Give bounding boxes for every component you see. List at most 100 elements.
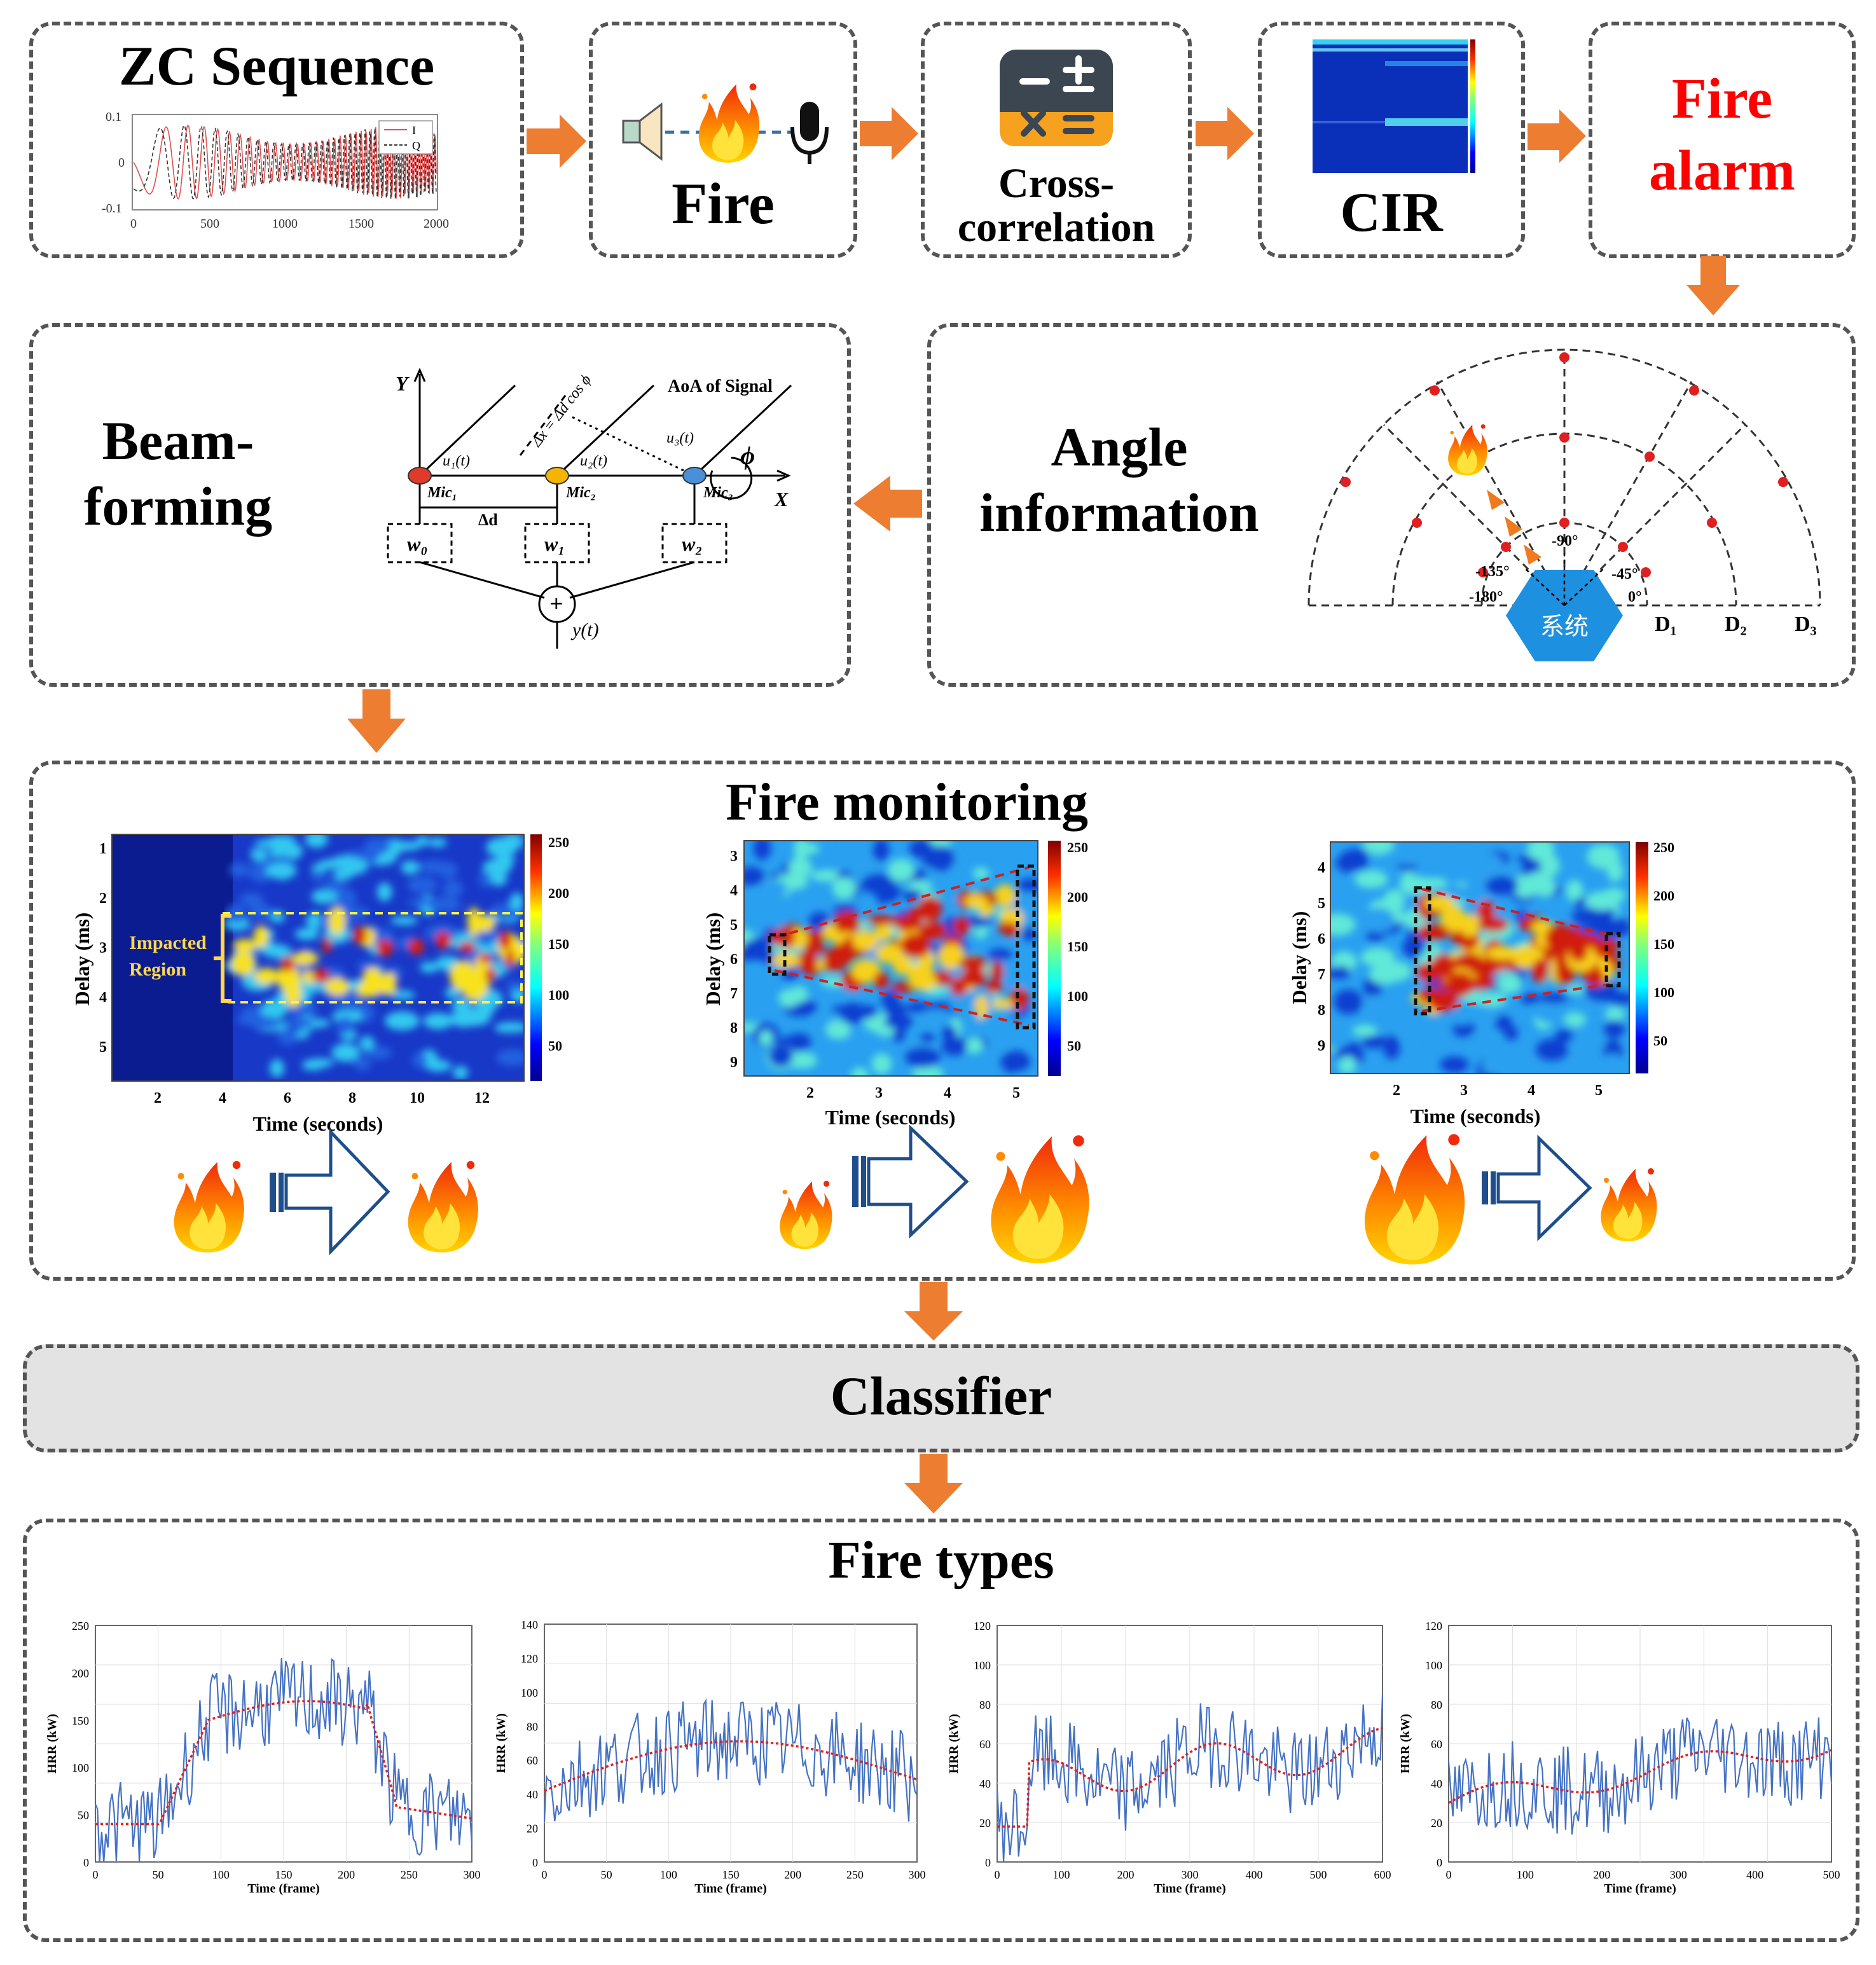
heat-blob (505, 949, 515, 967)
zc-plot: 0.1 0 -0.1 0 500 1000 1500 2000 I Q (102, 110, 449, 231)
xtick: 0 (93, 1868, 99, 1881)
heat-blob (458, 942, 476, 953)
heat-blob (884, 1014, 914, 1030)
xtick: 3 (875, 1085, 883, 1101)
ytick: 8 (730, 1020, 738, 1037)
output-label: y(t) (570, 619, 599, 640)
direction-markers (1487, 490, 1541, 565)
heat-blob (411, 1052, 427, 1068)
heat-blob (1478, 917, 1509, 932)
w2-label: w₂ (682, 532, 703, 555)
cbar-tick: 250 (548, 834, 569, 850)
zc-legend: I Q (378, 120, 433, 155)
xtick: 250 (846, 1868, 864, 1881)
heat-blob (467, 907, 481, 937)
heat-blob (1009, 940, 1038, 953)
ytick: 5 (1318, 895, 1325, 912)
xtick: 100 (212, 1868, 230, 1881)
heat-blob (918, 1009, 954, 1028)
w2-to-sum (569, 561, 695, 599)
xlabel: Time (frame) (1154, 1882, 1225, 1896)
heat-blob (490, 871, 507, 886)
map-3-image (1330, 842, 1629, 1073)
xtick: 50 (153, 1868, 164, 1881)
arrow-zc-to-fire (527, 114, 586, 168)
ray-3 (693, 384, 792, 477)
angle-information-title: Angle information (941, 415, 1297, 546)
ylabel: HRR (kW) (1398, 1714, 1412, 1774)
zc-xtick: 1000 (272, 217, 298, 231)
xtick: 4 (1528, 1082, 1535, 1099)
heat-blob (423, 1012, 453, 1030)
map-axis-labels: Delay (ms) Time (seconds) 1 2 3 4 5 2 4 … (71, 834, 1674, 1135)
heat-blob (1400, 1023, 1420, 1045)
heat-blob (789, 986, 808, 1003)
heat-blob (744, 1030, 754, 1044)
heat-blob (1017, 878, 1038, 893)
heat-blob (500, 834, 523, 849)
xtick: 250 (401, 1868, 418, 1881)
beamforming-line-1: Beam- (102, 410, 254, 471)
heat-blob (938, 944, 965, 969)
ytick: 20 (979, 1817, 991, 1830)
heat-blob (907, 907, 923, 930)
heat-blob (1360, 948, 1395, 967)
heat-blob (1010, 953, 1038, 967)
monitoring-map-3 (1330, 841, 1648, 1074)
cbar-tick: 150 (1067, 939, 1088, 955)
heat-blob (313, 968, 329, 983)
heat-blob (1587, 968, 1605, 988)
sum-symbol: + (549, 591, 563, 617)
w0-to-sum (419, 561, 545, 599)
cbar-tick: 250 (1067, 839, 1088, 855)
heat-blob (1383, 1035, 1400, 1059)
hrr-trend (544, 1740, 918, 1792)
heat-blob (1369, 965, 1402, 984)
heat-blob (1459, 914, 1481, 937)
ytick: 150 (72, 1714, 89, 1727)
ytick: 7 (1318, 967, 1325, 983)
heat-blob (249, 903, 272, 920)
heat-blob (996, 841, 1015, 857)
transition-arrow-tails (270, 1156, 1496, 1212)
zc-xtick: 2000 (424, 217, 449, 231)
heat-blob (1400, 871, 1417, 895)
ytick: 140 (521, 1618, 538, 1631)
beamforming-line-2: forming (83, 476, 273, 537)
heat-blob (1466, 858, 1488, 869)
start-window (768, 933, 787, 976)
fire-alarm-title: Fire alarm (1589, 64, 1856, 207)
heat-blob (311, 889, 336, 904)
map-3-yticks: 4 5 6 7 8 9 (1318, 860, 1325, 1054)
map-3-xticks: 2 3 4 5 (1393, 1082, 1603, 1099)
xtick: 200 (1117, 1868, 1135, 1881)
heat-blob (364, 1045, 392, 1059)
ytick: 0 (985, 1856, 991, 1869)
heat-blob (950, 977, 967, 996)
heat-blob (1604, 1019, 1625, 1039)
zc-sequence-title: ZC Sequence (118, 36, 435, 97)
xtick: 300 (1182, 1868, 1199, 1881)
heat-blob (1334, 989, 1363, 1015)
ytick: 9 (1318, 1038, 1325, 1054)
heat-blob (1352, 1024, 1378, 1037)
hrr-series (1447, 1717, 1833, 1835)
heat-blob (888, 858, 915, 882)
fire-channel-graphic (622, 83, 829, 164)
w1-label: w₁ (544, 532, 565, 555)
fire-alarm-line-1: Fire (1671, 67, 1773, 130)
xtick: 300 (464, 1868, 481, 1881)
fire-title: Fire (672, 171, 775, 236)
heat-blob (408, 939, 424, 955)
w0-label: w₀ (407, 532, 428, 555)
heat-blob (498, 931, 512, 949)
xtick: 2 (806, 1085, 814, 1101)
heat-blob (810, 869, 844, 882)
heat-blob (1486, 946, 1519, 960)
cbar-tick: 100 (1067, 988, 1088, 1004)
y-axis-arrowhead (413, 368, 426, 382)
flame-icon (1364, 1134, 1465, 1265)
xtick: 10 (410, 1090, 425, 1107)
